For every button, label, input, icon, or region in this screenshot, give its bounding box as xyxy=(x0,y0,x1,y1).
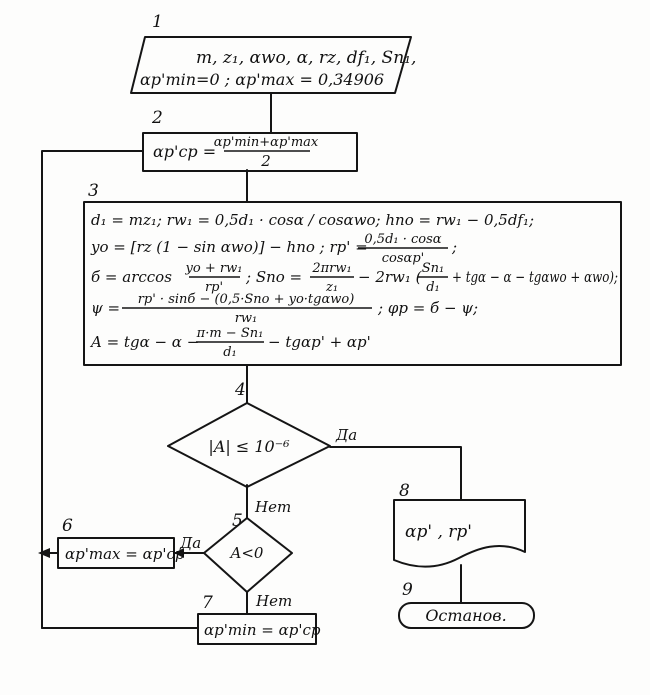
block-6-shape xyxy=(57,537,175,569)
connector-loop-back xyxy=(41,150,144,629)
block-7-number: 7 xyxy=(202,593,213,613)
block-3-rp-denominator: cosαp' xyxy=(382,251,424,266)
block-2-number: 2 xyxy=(151,108,163,128)
block-2-average: 2 αp'cp = αp'min+αp'max 2 xyxy=(142,108,358,172)
block-5-shape xyxy=(203,517,293,593)
block-3-a-denominator: d₁ xyxy=(223,345,237,360)
block-8-shape xyxy=(393,499,526,568)
block-3-line-1: d₁ = mz₁; rw₁ = 0,5d₁ · cosα / cosαwo; h… xyxy=(91,211,534,229)
connectors xyxy=(38,92,462,629)
block-5-number: 5 xyxy=(232,511,243,531)
block-8-text: αp' , rp' xyxy=(405,522,472,542)
block-3-sn1-denominator: d₁ xyxy=(426,280,440,295)
block-4-no-label: Нет xyxy=(254,498,291,516)
block-2-shape xyxy=(142,132,358,172)
block-8-output: 8 αp' , rp' xyxy=(393,481,526,568)
block-3-line-4: ψ = xyxy=(91,299,120,317)
block-9-number: 9 xyxy=(402,580,413,600)
block-3-sigma-numerator: yo + rw₁ xyxy=(185,261,243,276)
block-1-input: 1 m, z₁, αwo, α, rz, df₁, Sn₁, αp'min=0 … xyxy=(130,12,416,94)
block-3-sno-middle: − 2rw₁ ( xyxy=(358,268,423,286)
block-4-number: 4 xyxy=(234,380,246,400)
block-4-shape xyxy=(167,402,331,488)
block-3-psi-denominator: rw₁ xyxy=(235,311,258,326)
block-7-text: αp'min = αp'cp xyxy=(204,621,321,639)
block-2-denominator: 2 xyxy=(260,152,271,170)
block-6-text: αp'max = αp'cp xyxy=(65,545,185,563)
block-4-decision: 4 |A| ≤ 10⁻⁶ Да Нет xyxy=(167,380,357,516)
block-6-number: 6 xyxy=(62,516,73,536)
block-3-line-5: A = tgα − α − xyxy=(89,333,199,351)
block-3-line-5-end: − tgαp' + αp' xyxy=(268,333,371,351)
block-3-line-2: yo = [rz (1 − sin αwo)] − hno ; rp' = xyxy=(90,238,368,256)
block-5-no-label: Нет xyxy=(255,592,292,610)
block-1-number: 1 xyxy=(152,12,163,32)
block-3-psi-numerator: rp' · sinб − (0,5·Sno + yo·tgαwo) xyxy=(138,292,355,307)
block-1-line-2: αp'min=0 ; αp'max = 0,34906 xyxy=(140,70,384,89)
block-3-sigma-denominator: rp' xyxy=(205,280,223,295)
block-4-yes-label: Да xyxy=(335,426,357,444)
block-3-rp-numerator: 0,5d₁ · cosα xyxy=(364,232,441,247)
block-3-sno-label: ; Sno = xyxy=(245,268,302,286)
block-3-line-3: б = arccos xyxy=(91,268,172,286)
block-4-condition: |A| ≤ 10⁻⁶ xyxy=(208,437,290,456)
block-1-shape xyxy=(130,36,412,94)
block-2-numerator: αp'min+αp'max xyxy=(214,135,319,150)
block-3-line-4-end: ; φp = б − ψ; xyxy=(377,299,478,317)
block-7-shape xyxy=(197,613,317,645)
block-5-decision: 5 A<0 Да Нет xyxy=(179,511,293,610)
block-3-number: 3 xyxy=(88,181,99,201)
block-3-sno-denominator: z₁ xyxy=(325,280,338,295)
block-2-lhs: αp'cp = xyxy=(153,142,216,161)
block-3-line-2-end: ; xyxy=(451,238,457,256)
arrowhead-5-6 xyxy=(174,548,184,558)
arrowhead-6-loop xyxy=(38,548,50,558)
block-3-shape xyxy=(83,201,622,366)
connector-4-8 xyxy=(329,446,462,501)
block-3-a-numerator: π·m − Sn₁ xyxy=(196,326,264,341)
block-3-sno-end: + tgα − α − tgαwo + αwo); xyxy=(452,268,618,286)
block-3-computation: 3 d₁ = mz₁; rw₁ = 0,5d₁ · cosα / cosαwo;… xyxy=(83,181,622,366)
block-3-sno-numerator: 2πrw₁ xyxy=(311,261,351,276)
block-5-yes-label: Да xyxy=(179,534,201,552)
block-6-assign-max: 6 αp'max = αp'cp xyxy=(57,516,185,569)
block-1-line-1: m, z₁, αwo, α, rz, df₁, Sn₁, xyxy=(196,48,416,68)
block-9-text: Останов. xyxy=(425,606,506,625)
block-3-sn1-numerator: Sn₁ xyxy=(422,261,445,276)
block-9-stop: 9 Останов. xyxy=(398,580,535,629)
block-9-shape xyxy=(398,602,535,629)
block-5-condition: A<0 xyxy=(229,544,264,562)
block-8-number: 8 xyxy=(399,481,410,501)
block-7-assign-min: 7 αp'min = αp'cp xyxy=(197,593,321,645)
